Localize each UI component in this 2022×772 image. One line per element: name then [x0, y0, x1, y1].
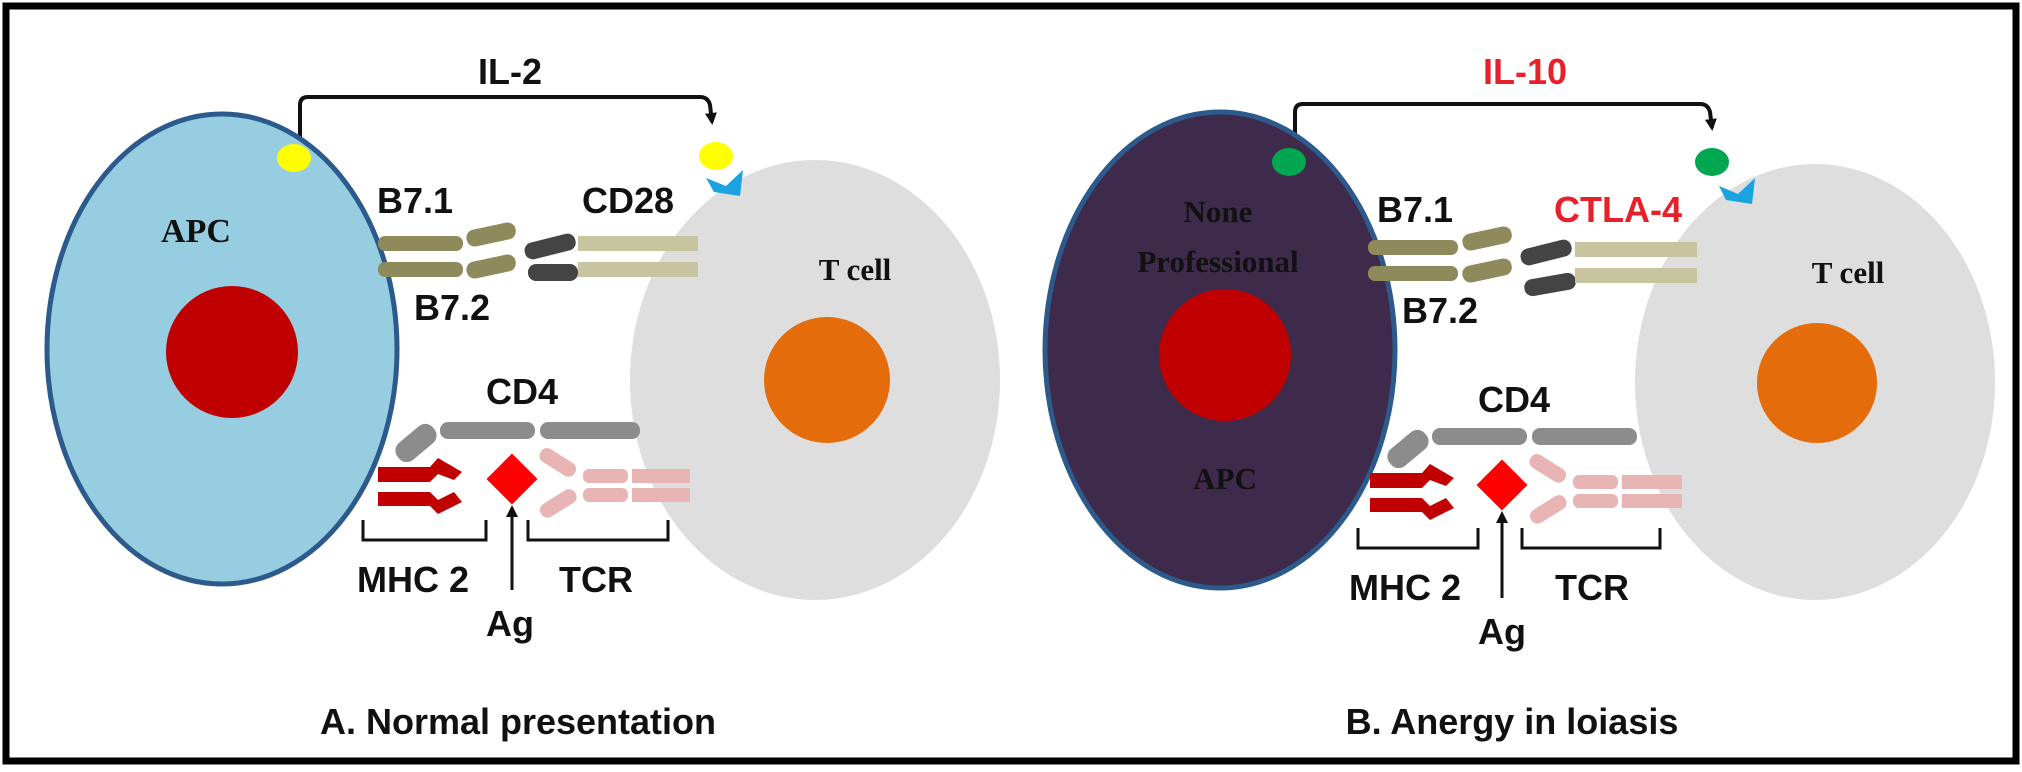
tcr-stem-1-a [632, 469, 690, 483]
cd4-segment-2-b [1432, 428, 1527, 445]
t-cell-label-a: T cell [819, 252, 892, 287]
b71-molecule-b [1368, 240, 1458, 255]
ctla4-molecule-2-b [1575, 268, 1697, 283]
tcr-label-b: TCR [1555, 567, 1629, 608]
il10-label: IL-10 [1483, 51, 1567, 92]
il10-receptor-icon [1719, 178, 1755, 204]
panel-a: IL-2 T cell APC B7.1 B7.2 CD28 CD4 [44, 51, 1000, 742]
il2-bracket-arrow [298, 95, 717, 155]
b71-molecule-a [378, 236, 463, 251]
il10-molecule-tcell [1695, 148, 1729, 176]
tcr-brace-b [1520, 528, 1662, 550]
b71-tip-a [466, 222, 516, 247]
tcr-body-1-a [583, 469, 628, 483]
ctla4-link-1-b [1520, 239, 1572, 266]
tcr-tip-2-b [1529, 495, 1567, 524]
tcr-brace-a [526, 520, 670, 542]
t-cell-nucleus-a [764, 317, 890, 443]
cd28-label-a: CD28 [582, 180, 674, 221]
mhc2-lower-b [1370, 498, 1454, 520]
tcr-stem-2-b [1622, 494, 1682, 508]
cd4-segment-1-b [1387, 429, 1429, 469]
tcr-tip-1-a [539, 448, 577, 477]
caption-b: B. Anergy in loiasis [1346, 701, 1679, 742]
il2-molecule-apc [277, 144, 311, 172]
cd28-link-1-a [524, 233, 576, 260]
mhc2-gap-a [378, 482, 433, 492]
b72-label-b: B7.2 [1402, 290, 1478, 331]
mhc2-upper-a [378, 458, 462, 482]
tcr-body-1-b [1573, 475, 1618, 489]
il10-molecule-apc [1272, 148, 1306, 176]
il10-bracket-arrow [1293, 102, 1717, 155]
cd4-segment-2-a [440, 422, 535, 439]
tcr-label-a: TCR [559, 559, 633, 600]
apc-label-b-line3: APC [1193, 461, 1257, 496]
tcr-tip-1-b [1529, 454, 1567, 483]
cd4-label-a: CD4 [486, 371, 558, 412]
ctla4-label-b: CTLA-4 [1554, 189, 1682, 230]
b72-tip-a [466, 254, 516, 279]
ag-label-a: Ag [486, 603, 534, 644]
mhc2-lower-a [378, 492, 462, 514]
tcr-tip-2-a [539, 489, 577, 518]
mhc2-brace-b [1356, 528, 1480, 550]
ag-label-b: Ag [1478, 611, 1526, 652]
cd28-molecule-2-a [578, 262, 698, 277]
b71-tip-b [1462, 226, 1512, 251]
ctla4-link-2-b [1524, 272, 1576, 297]
il2-receptor-icon [706, 170, 743, 196]
b72-molecule-a [378, 262, 463, 277]
tcr-body-2-b [1573, 494, 1618, 508]
cd4-segment-3-b [1532, 428, 1637, 445]
b71-label-b: B7.1 [1377, 189, 1453, 230]
antigen-b [1476, 459, 1528, 511]
mhc2-label-a: MHC 2 [357, 559, 469, 600]
il2-molecule-tcell [699, 142, 733, 170]
b72-tip-b [1462, 258, 1512, 283]
tcr-body-2-a [583, 488, 628, 502]
cd28-link-2-a [528, 264, 578, 281]
apc-nucleus-a [166, 286, 298, 418]
tcr-stem-2-a [632, 488, 690, 502]
cd4-segment-1-a [395, 423, 437, 463]
cd28-molecule-1-a [578, 236, 698, 251]
apc-label-b-line2: Professional [1137, 244, 1299, 279]
b72-label-a: B7.2 [414, 287, 490, 328]
apc-nucleus-b [1159, 289, 1291, 421]
apc-label-a: APC [161, 213, 231, 250]
mhc2-brace-a [361, 520, 488, 542]
t-cell-label-b: T cell [1812, 255, 1885, 290]
il2-label: IL-2 [478, 51, 542, 92]
cd4-label-b: CD4 [1478, 379, 1550, 420]
apc-label-b-line1: None [1184, 194, 1253, 229]
b71-label-a: B7.1 [377, 180, 453, 221]
b72-molecule-b [1368, 266, 1458, 281]
caption-a: A. Normal presentation [320, 701, 716, 742]
panel-b: IL-10 T cell None Professional APC B7.1 … [1042, 51, 1995, 742]
ctla4-molecule-1-b [1575, 242, 1697, 257]
tcr-stem-1-b [1622, 475, 1682, 489]
t-cell-nucleus-b [1757, 323, 1877, 443]
mhc2-upper-b [1370, 464, 1454, 488]
mhc2-label-b: MHC 2 [1349, 567, 1461, 608]
cd4-segment-3-a [540, 422, 640, 439]
